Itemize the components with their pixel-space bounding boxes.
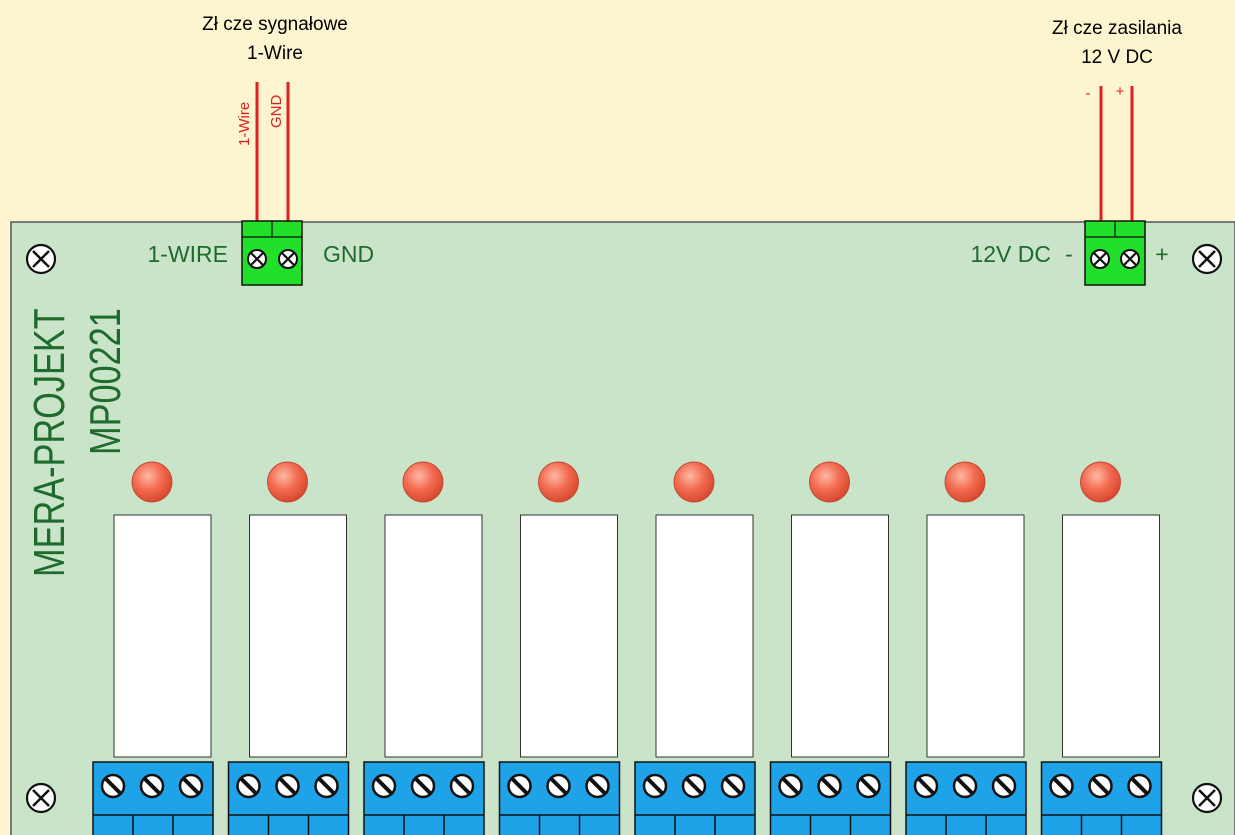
wire-label-gnd: GND (268, 95, 285, 129)
screw-icon (817, 773, 842, 799)
crossed-circle-icon (25, 782, 57, 814)
output-terminal-block (905, 761, 1027, 835)
output-terminal-block (363, 761, 485, 835)
screw-icon (100, 773, 126, 799)
screw-icon (371, 773, 397, 799)
relay-icon (926, 514, 1025, 758)
screw-icon (642, 773, 668, 799)
screw-icon (913, 773, 939, 799)
brand-model: MP00221 (81, 308, 130, 455)
relay-channel (769, 461, 892, 835)
signal-connector-caption-line2: 1-Wire (247, 43, 303, 64)
relay-channel (92, 461, 214, 835)
screw-icon (991, 773, 1017, 799)
screw-icon (1090, 249, 1110, 269)
screw-icon (410, 773, 436, 799)
relay-icon (249, 514, 347, 758)
led-icon (1080, 461, 1121, 503)
relay-channel (498, 461, 621, 835)
output-terminal-block (498, 761, 621, 835)
board-label-minus: - (1065, 241, 1073, 267)
wire-label-minus: - (1086, 85, 1091, 102)
screw-icon (275, 773, 300, 799)
led-icon (402, 461, 444, 503)
power-terminal-block (1084, 220, 1146, 286)
relay-channel (1040, 461, 1163, 835)
power-connector-caption-line1: Zł cze zasilania (1052, 18, 1182, 39)
relay-icon (655, 514, 754, 758)
relay-channel (905, 461, 1027, 835)
relay-channel (634, 461, 756, 835)
led-icon (944, 461, 986, 503)
relay-channel (363, 461, 485, 835)
screw-icon (720, 773, 746, 799)
board-label-12vdc: 12V DC (970, 241, 1051, 267)
crossed-circle-icon (1191, 243, 1223, 275)
relay-channel (227, 461, 350, 835)
screw-icon (681, 773, 707, 799)
screw-icon (178, 773, 204, 799)
screw-icon (314, 773, 339, 799)
relay-channels (92, 461, 1163, 835)
board-label-gnd: GND (323, 241, 374, 267)
screw-icon (1127, 773, 1152, 799)
screw-icon (546, 773, 571, 799)
signal-connector-caption-line1: Zł cze sygnałowe (202, 14, 348, 35)
screw-icon (236, 773, 261, 799)
board-label-1wire: 1-WIRE (148, 241, 229, 267)
led-icon (538, 461, 579, 503)
signal-terminal-block (241, 220, 303, 286)
led-icon (673, 461, 715, 503)
screw-icon (247, 249, 267, 269)
wire-label-1wire: 1-Wire (236, 102, 253, 146)
relay-icon (1062, 514, 1160, 758)
crossed-circle-icon (25, 243, 57, 275)
screw-icon (507, 773, 532, 799)
screw-icon (278, 249, 298, 269)
output-terminal-block (634, 761, 756, 835)
output-terminal-block (769, 761, 892, 835)
output-terminal-block (92, 761, 214, 835)
relay-icon (520, 514, 618, 758)
brand-name: MERA-PROJEKT (25, 308, 74, 577)
power-connector-caption-line2: 12 V DC (1081, 47, 1153, 68)
led-icon (267, 461, 308, 503)
relay-icon (384, 514, 483, 758)
screw-icon (139, 773, 165, 799)
led-icon (131, 461, 173, 503)
relay-icon (113, 514, 212, 758)
screw-icon (449, 773, 475, 799)
screw-icon (778, 773, 803, 799)
screw-icon (1049, 773, 1074, 799)
screw-icon (1088, 773, 1113, 799)
relay-icon (791, 514, 889, 758)
output-terminal-block (227, 761, 350, 835)
led-icon (809, 461, 850, 503)
output-terminal-block (1040, 761, 1163, 835)
board-label-plus: + (1155, 241, 1168, 267)
wire-label-plus: + (1116, 83, 1125, 100)
crossed-circle-icon (1191, 782, 1223, 814)
screw-icon (1120, 249, 1140, 269)
relay-board (10, 221, 1235, 835)
screw-icon (585, 773, 610, 799)
screw-icon (952, 773, 978, 799)
screw-icon (856, 773, 881, 799)
